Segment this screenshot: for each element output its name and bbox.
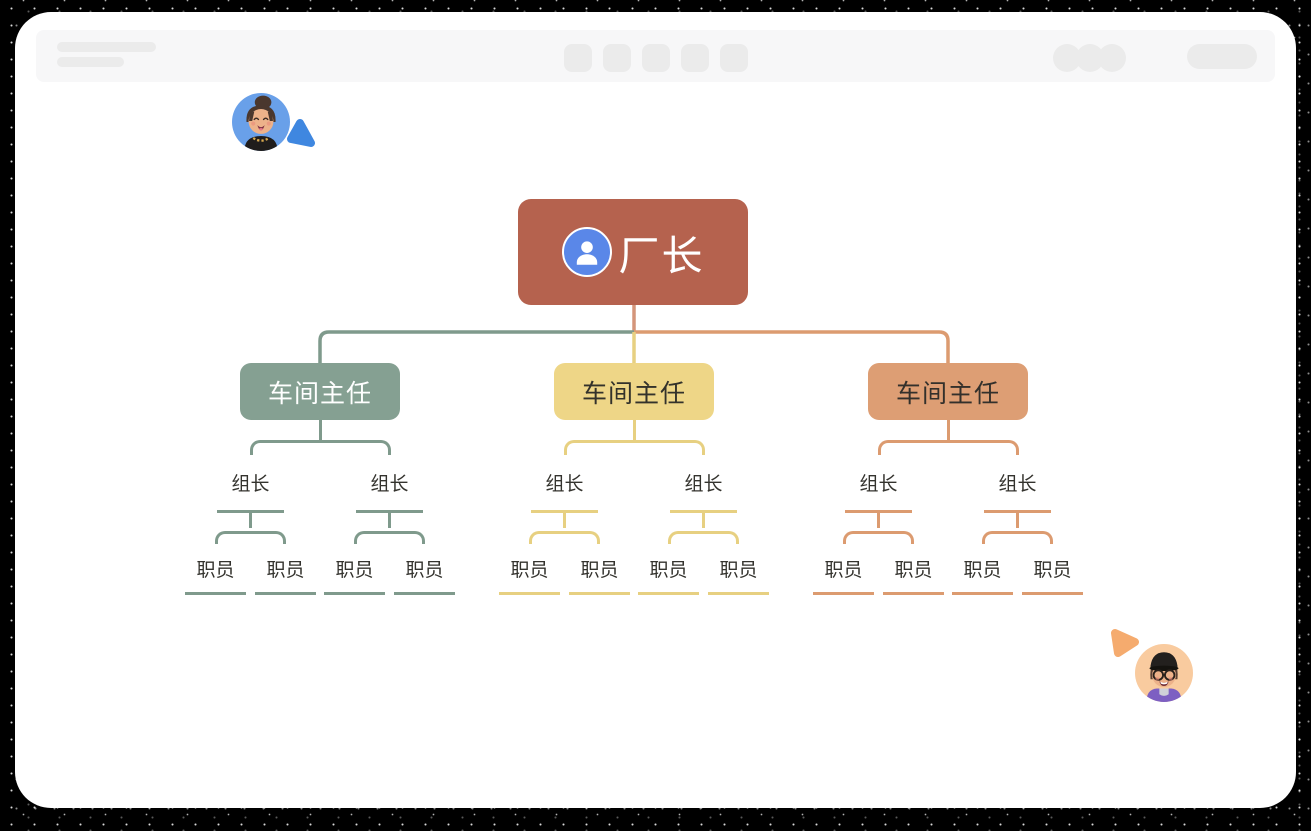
org-node-leader[interactable]: 组长	[545, 474, 584, 495]
connector-underline	[708, 592, 769, 595]
connector-underline	[356, 510, 423, 531]
department-label: 车间主任	[895, 379, 1000, 408]
org-node-leader[interactable]: 组长	[370, 474, 409, 495]
connector-bracket	[843, 531, 914, 544]
connector-underline	[185, 592, 246, 595]
department-label: 车间主任	[581, 379, 686, 408]
connector-bracket	[668, 531, 739, 544]
blue-cursor-icon	[287, 119, 315, 147]
org-node-leader[interactable]: 组长	[859, 474, 898, 495]
connector-bracket	[877, 440, 1019, 455]
org-node-staff[interactable]: 职员	[405, 559, 444, 581]
connector-bracket	[249, 440, 391, 455]
connector-underline	[217, 510, 284, 531]
toolbar-text-placeholder	[57, 57, 124, 67]
connector-underline	[1022, 592, 1083, 595]
connector-underline	[499, 592, 560, 595]
connector-underline	[984, 510, 1051, 531]
connector-underline	[569, 592, 630, 595]
toolbar-tab-placeholder[interactable]	[681, 44, 709, 72]
org-node-department[interactable]: 车间主任	[554, 363, 714, 420]
connector-stem	[632, 420, 636, 440]
connector-bracket	[529, 531, 600, 544]
connector-underline	[638, 592, 699, 595]
org-node-leader[interactable]: 组长	[684, 474, 723, 495]
org-node-staff[interactable]: 职员	[510, 559, 549, 581]
toolbar-button-placeholder[interactable]	[1098, 44, 1126, 72]
org-node-staff[interactable]: 职员	[894, 559, 933, 581]
connector-underline	[531, 510, 598, 531]
browser-toolbar	[36, 30, 1275, 82]
org-node-staff[interactable]: 职员	[266, 559, 305, 581]
connector-underline	[670, 510, 737, 531]
org-branch-yellow: 车间主任 组长 职员 职员 组长 职员 职员	[494, 363, 774, 595]
connector-underline	[883, 592, 944, 595]
connector-bracket	[354, 531, 425, 544]
org-node-staff[interactable]: 职员	[649, 559, 688, 581]
connector-stem	[318, 420, 322, 440]
connector-underline	[952, 592, 1013, 595]
collaborator-avatar-orange[interactable]	[1135, 644, 1193, 702]
connector-bracket	[563, 440, 705, 455]
org-node-staff[interactable]: 职员	[335, 559, 374, 581]
connector-stem	[946, 420, 950, 440]
connector-underline	[324, 592, 385, 595]
org-node-staff[interactable]: 职员	[580, 559, 619, 581]
toolbar-tab-placeholder[interactable]	[720, 44, 748, 72]
org-node-leader[interactable]: 组长	[998, 474, 1037, 495]
connector-bracket	[982, 531, 1053, 544]
department-label: 车间主任	[267, 379, 372, 408]
org-node-leader[interactable]: 组长	[231, 474, 270, 495]
connector-underline	[813, 592, 874, 595]
connector-underline	[255, 592, 316, 595]
org-node-staff[interactable]: 职员	[196, 559, 235, 581]
org-branch-green: 车间主任 组长 职员 职员 组长 职员 职员	[180, 363, 460, 595]
org-node-staff[interactable]: 职员	[963, 559, 1002, 581]
collaborator-avatar-blue[interactable]	[232, 93, 290, 151]
connector-underline	[394, 592, 455, 595]
toolbar-pill-placeholder[interactable]	[1187, 44, 1257, 69]
org-node-root[interactable]: 厂长	[518, 199, 748, 305]
toolbar-tab-placeholder[interactable]	[603, 44, 631, 72]
toolbar-tab-placeholder[interactable]	[642, 44, 670, 72]
org-node-staff[interactable]: 职员	[1033, 559, 1072, 581]
orange-cursor-icon	[1111, 629, 1139, 657]
org-node-department[interactable]: 车间主任	[868, 363, 1028, 420]
connector-bracket	[215, 531, 286, 544]
toolbar-text-placeholder	[57, 42, 156, 52]
org-branch-orange: 车间主任 组长 职员 职员 组长 职员 职员	[808, 363, 1088, 595]
toolbar-tab-placeholder[interactable]	[564, 44, 592, 72]
org-node-staff[interactable]: 职员	[824, 559, 863, 581]
connector-underline	[845, 510, 912, 531]
user-icon	[561, 227, 612, 277]
org-node-department[interactable]: 车间主任	[240, 363, 400, 420]
org-node-root-label: 厂长	[618, 233, 705, 279]
org-node-staff[interactable]: 职员	[719, 559, 758, 581]
